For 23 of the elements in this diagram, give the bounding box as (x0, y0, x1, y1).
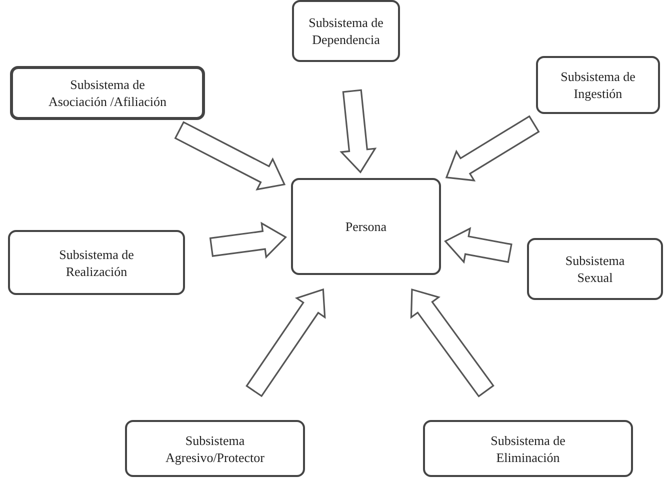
block-arrow (410, 288, 494, 398)
block-arrow (174, 121, 286, 190)
node-label: Subsistema de Ingestión (560, 68, 636, 102)
node-label: Subsistema Agresivo/Protector (164, 432, 266, 466)
node-label: Persona (345, 218, 387, 235)
block-arrow (209, 222, 287, 259)
node-label: Subsistema de Eliminación (490, 432, 566, 466)
block-arrow (246, 288, 326, 398)
subsystem-box (527, 238, 663, 300)
block-arrow (340, 89, 377, 174)
subsystem-box (291, 178, 441, 275)
subsystem-box (10, 66, 205, 120)
block-arrow (444, 227, 512, 264)
subsystem-box (292, 0, 400, 62)
node-label: Subsistema de Asociación /Afiliación (47, 76, 168, 110)
node-label: Subsistema de Dependencia (308, 14, 384, 48)
block-arrow (445, 115, 540, 182)
subsystem-box (423, 420, 633, 477)
node-label: Subsistema Sexual (564, 252, 626, 286)
subsystem-box (125, 420, 305, 477)
subsystem-box (536, 56, 660, 114)
node-label: Subsistema de Realización (58, 246, 135, 280)
subsystem-box (8, 230, 185, 295)
